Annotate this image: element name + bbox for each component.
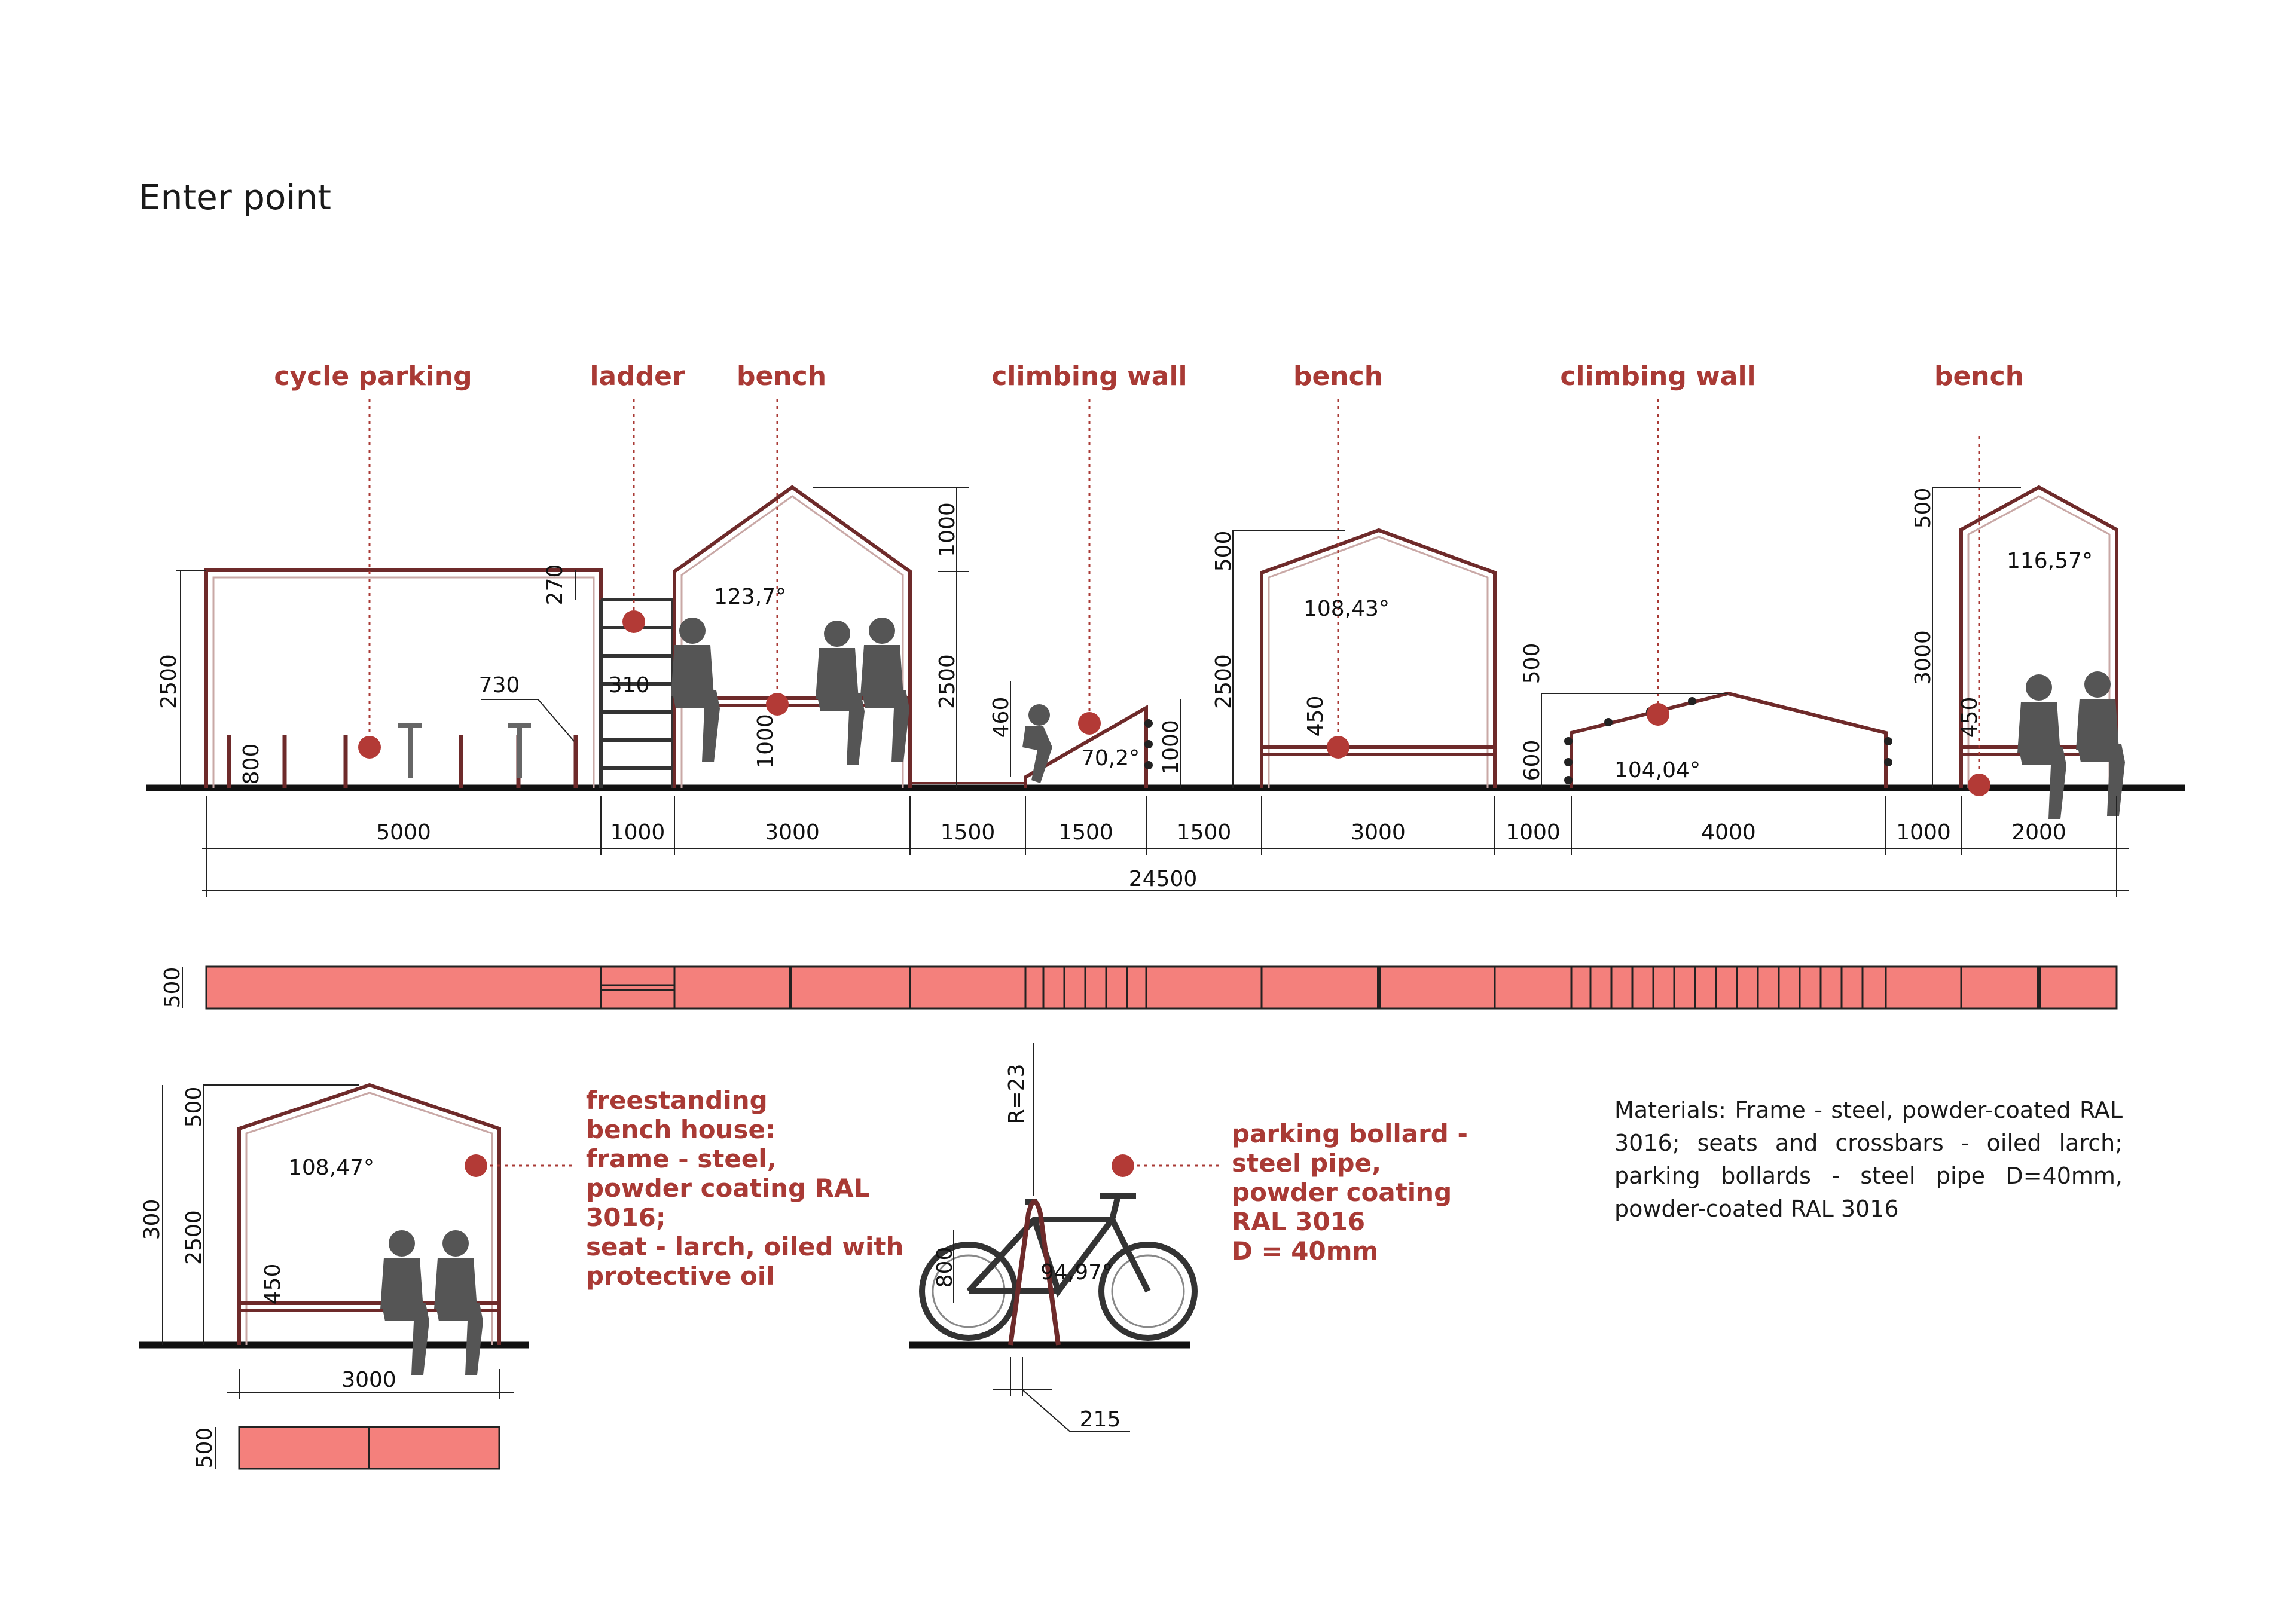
dim-1000-wall: 1000 (1159, 720, 1183, 775)
dim-450-b2: 450 (1303, 696, 1328, 737)
plan-strip: 500 (160, 965, 2118, 1010)
bike-silhouette (398, 723, 531, 778)
detail-dim-300: 300 (140, 1199, 164, 1240)
detail-bench-house: 500 300 2500 108,47° 450 3000 500 (139, 1083, 574, 1470)
dim-730: 730 (479, 673, 520, 698)
segment-dim-6: 3000 (1351, 820, 1406, 845)
dim-270: 270 (543, 564, 567, 606)
dim-3000-b3: 3000 (1911, 630, 1935, 685)
dim-1000-roof: 1000 (935, 502, 960, 557)
child-climbing (1022, 704, 1052, 783)
detail-dim-500: 500 (182, 1087, 206, 1128)
dim-2500-b2: 2500 (1211, 654, 1236, 709)
bollard-dim-800: 800 (933, 1247, 957, 1288)
angle-123-7: 123,7° (714, 585, 786, 609)
label-bench-1: bench (737, 361, 826, 392)
component-labels: cycle parking ladder bench climbing wall… (274, 361, 2024, 796)
materials-note: Materials: Frame - steel, powder-coated … (1614, 1097, 2123, 1222)
segment-dim-1: 1000 (610, 820, 665, 845)
label-bench-3: bench (1934, 361, 2024, 392)
dim-500-cw: 500 (1520, 643, 1544, 684)
label-climbing-wall-1: climbing wall (991, 361, 1187, 392)
dimension-ticks (206, 796, 2117, 897)
main-elevation: cycle parking ladder bench climbing wall… (146, 361, 2185, 897)
bollard-angle: 94,97° (1040, 1260, 1113, 1285)
segment-dim-5: 1500 (1177, 820, 1232, 845)
dim-500-b3: 500 (1911, 488, 1935, 529)
dim-1000-seat: 1000 (753, 714, 778, 769)
label-bench-2: bench (1293, 361, 1383, 392)
dim-310: 310 (609, 673, 650, 698)
dim-2500-a: 2500 (157, 654, 181, 709)
segment-dim-10: 2000 (2011, 820, 2066, 845)
detail-plan-500: 500 (193, 1428, 217, 1469)
label-ladder: ladder (590, 361, 685, 392)
bollard-dim-215: 215 (1080, 1407, 1121, 1432)
cycle-parking-frame (204, 568, 603, 788)
bollard-radius: R=23 (1004, 1064, 1029, 1124)
detail-angle: 108,47° (288, 1156, 374, 1180)
segment-dimensions: 5000 1000 3000 1500 1500 1500 3000 1000 4000 1000… (376, 820, 2066, 845)
bench-house-callout: freestanding bench house: frame - steel,… (586, 1086, 904, 1291)
climbing-wall-1 (1024, 704, 1148, 788)
dim-2500-b: 2500 (935, 654, 960, 709)
dim-450-b3: 450 (1958, 697, 1982, 738)
segment-dim-8: 4000 (1701, 820, 1756, 845)
dimension-lines (176, 487, 2129, 891)
angle-70-2: 70,2° (1081, 746, 1140, 771)
bench-house-3 (1959, 485, 2118, 788)
segment-dim-7: 1000 (1506, 820, 1561, 845)
segment-dim-4: 1500 (1058, 820, 1113, 845)
label-cycle-parking: cycle parking (274, 361, 472, 392)
detail-width-3000: 3000 (341, 1368, 396, 1392)
segment-dim-0: 5000 (376, 820, 431, 845)
plan-dim-500: 500 (160, 967, 185, 1008)
segment-dim-3: 1500 (941, 820, 996, 845)
angle-108-43: 108,43° (1303, 597, 1390, 621)
bench-house-1 (673, 485, 912, 788)
angle-116-57: 116,57° (2007, 549, 2093, 573)
bollard-callout: parking bollard - steel pipe, powder coa… (1232, 1119, 1468, 1266)
dim-total-24500: 24500 (1129, 867, 1198, 891)
label-climbing-wall-2: climbing wall (1560, 361, 1755, 392)
bench-house-2 (1260, 528, 1497, 788)
angle-104-04: 104,04° (1614, 758, 1700, 783)
detail-dim-450: 450 (261, 1264, 285, 1305)
detail-dim-2500: 2500 (182, 1210, 206, 1265)
segment-dim-9: 1000 (1896, 820, 1951, 845)
dim-800: 800 (239, 744, 264, 785)
parking-bollards (227, 735, 578, 788)
dim-460: 460 (989, 697, 1013, 738)
page-title: Enter point (139, 177, 332, 218)
dim-600-cw: 600 (1520, 740, 1544, 781)
detail-bollard: R=23 800 94,97° 215 (909, 1043, 1220, 1432)
segment-dim-2: 3000 (765, 820, 820, 845)
dim-500-b2: 500 (1211, 531, 1236, 572)
